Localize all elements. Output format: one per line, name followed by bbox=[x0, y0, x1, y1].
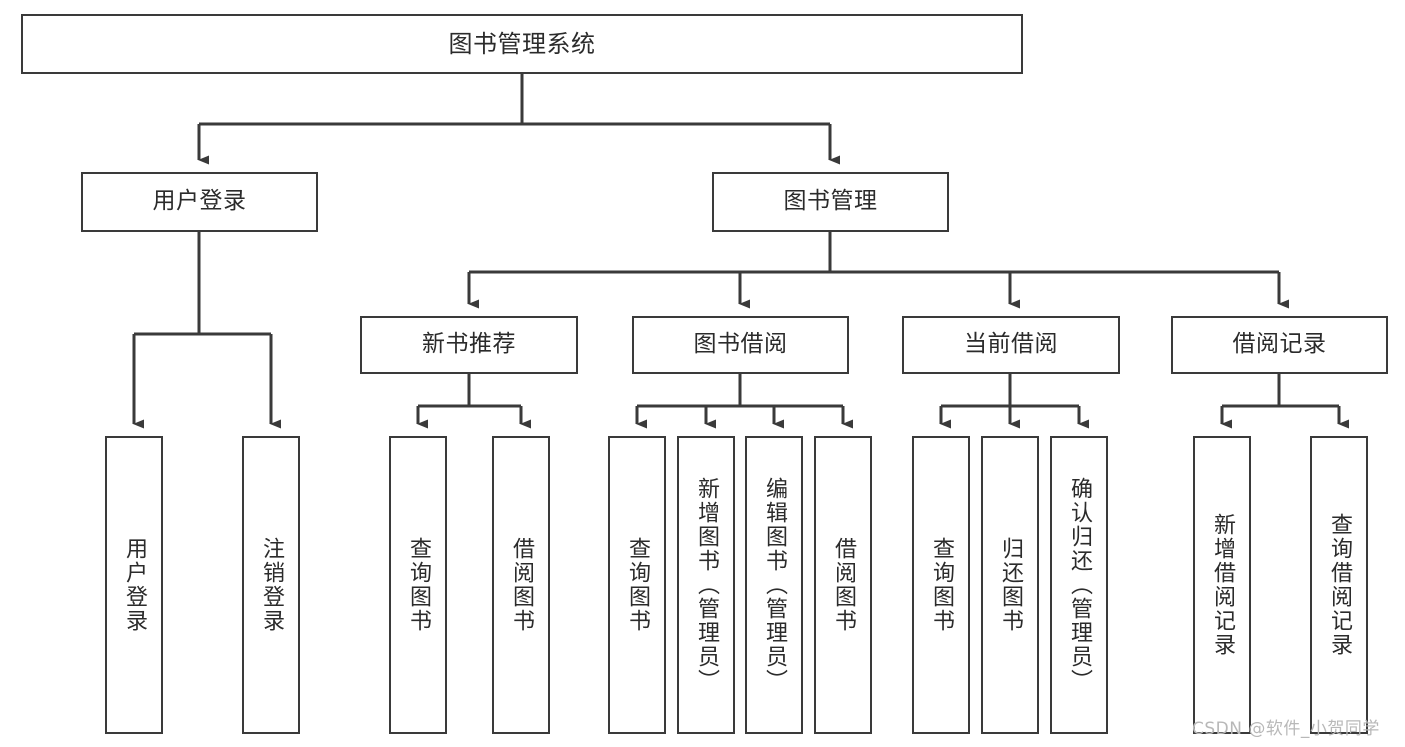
csdn-watermark: CSDN @软件_小贺同学 bbox=[1192, 719, 1380, 739]
node-leaf-query-book-1[interactable]: 查询图书 bbox=[389, 436, 447, 734]
node-leaf-borrow-book-1-label: 借阅图书 bbox=[509, 537, 534, 633]
node-leaf-borrow-book-2[interactable]: 借阅图书 bbox=[814, 436, 872, 734]
node-leaf-query-book-2-label: 查询图书 bbox=[625, 537, 650, 633]
node-leaf-query-book-2[interactable]: 查询图书 bbox=[608, 436, 666, 734]
node-leaf-query-book-3[interactable]: 查询图书 bbox=[912, 436, 970, 734]
node-leaf-logout[interactable]: 注销登录 bbox=[242, 436, 300, 734]
node-leaf-add-record[interactable]: 新增借阅记录 bbox=[1193, 436, 1251, 734]
node-leaf-borrow-book-1[interactable]: 借阅图书 bbox=[492, 436, 550, 734]
node-leaf-user-login-label: 用户登录 bbox=[122, 537, 147, 633]
node-leaf-return-book-label: 归还图书 bbox=[998, 537, 1023, 633]
node-borrow-record[interactable]: 借阅记录 bbox=[1171, 316, 1388, 374]
node-leaf-borrow-book-2-label: 借阅图书 bbox=[831, 537, 856, 633]
node-leaf-add-record-label: 新增借阅记录 bbox=[1210, 513, 1235, 657]
node-leaf-query-record-label: 查询借阅记录 bbox=[1327, 513, 1352, 657]
node-current-borrow[interactable]: 当前借阅 bbox=[902, 316, 1120, 374]
node-book-borrow[interactable]: 图书借阅 bbox=[632, 316, 849, 374]
node-leaf-add-book[interactable]: 新增图书（管理员） bbox=[677, 436, 735, 734]
node-root-label: 图书管理系统 bbox=[448, 29, 596, 58]
node-leaf-return-book[interactable]: 归还图书 bbox=[981, 436, 1039, 734]
node-current-borrow-label: 当前借阅 bbox=[964, 331, 1058, 358]
node-leaf-edit-book[interactable]: 编辑图书（管理员） bbox=[745, 436, 803, 734]
node-leaf-user-login[interactable]: 用户登录 bbox=[105, 436, 163, 734]
node-leaf-edit-book-label: 编辑图书（管理员） bbox=[762, 477, 787, 693]
node-borrow-record-label: 借阅记录 bbox=[1232, 331, 1327, 358]
node-new-book-recommend[interactable]: 新书推荐 bbox=[360, 316, 578, 374]
node-book-management[interactable]: 图书管理 bbox=[712, 172, 949, 232]
node-book-management-label: 图书管理 bbox=[783, 188, 878, 215]
node-leaf-query-book-1-label: 查询图书 bbox=[406, 537, 431, 633]
node-user-login[interactable]: 用户登录 bbox=[81, 172, 318, 232]
node-leaf-confirm-return-label: 确认归还（管理员） bbox=[1067, 477, 1092, 693]
node-new-book-recommend-label: 新书推荐 bbox=[422, 331, 516, 358]
node-leaf-query-record[interactable]: 查询借阅记录 bbox=[1310, 436, 1368, 734]
node-leaf-query-book-3-label: 查询图书 bbox=[929, 537, 954, 633]
node-book-borrow-label: 图书借阅 bbox=[693, 331, 788, 358]
node-leaf-confirm-return[interactable]: 确认归还（管理员） bbox=[1050, 436, 1108, 734]
node-root[interactable]: 图书管理系统 bbox=[21, 14, 1023, 74]
node-leaf-logout-label: 注销登录 bbox=[259, 537, 284, 633]
node-user-login-label: 用户登录 bbox=[152, 188, 247, 215]
node-leaf-add-book-label: 新增图书（管理员） bbox=[694, 477, 719, 693]
